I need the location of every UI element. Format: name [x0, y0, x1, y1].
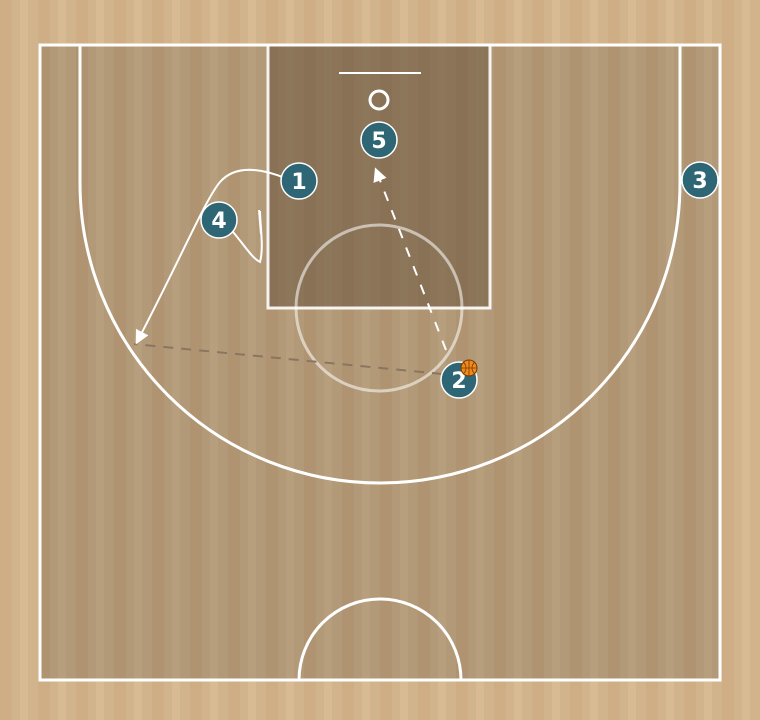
hoop: [368, 89, 390, 111]
cut-path-player-1: [135, 168, 286, 345]
court-lines: [38, 43, 722, 682]
player-2-label: 2: [451, 369, 466, 394]
center-circle: [297, 597, 463, 681]
player-4-label: 4: [211, 209, 226, 234]
player-1-label: 1: [291, 170, 306, 195]
screen-mark-player-4: [258, 209, 262, 235]
player-5[interactable]: 5: [360, 121, 398, 159]
pass-line-2-to-4: [133, 343, 443, 375]
basketball-icon: [460, 359, 478, 377]
free-throw-circle: [294, 223, 464, 393]
player-3[interactable]: 3: [681, 161, 719, 199]
player-1[interactable]: 1: [280, 162, 318, 200]
pass-line-2-to-5: [373, 167, 447, 351]
player-4[interactable]: 4: [200, 201, 238, 239]
key-outline: [266, 43, 492, 310]
player-5-label: 5: [371, 129, 386, 154]
player-3-label: 3: [692, 169, 707, 194]
three-point-line: [78, 45, 682, 485]
